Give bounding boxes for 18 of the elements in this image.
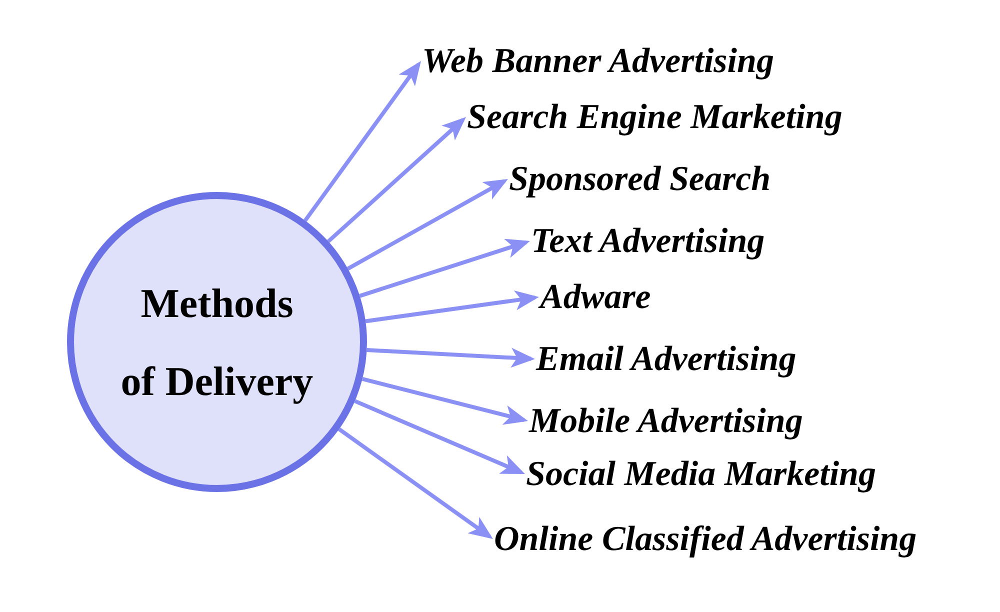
arrow bbox=[354, 399, 525, 474]
arrow bbox=[366, 348, 535, 368]
method-label: Mobile Advertising bbox=[529, 401, 803, 441]
method-label: Search Engine Marketing bbox=[467, 97, 842, 137]
arrow bbox=[338, 428, 493, 539]
arrow bbox=[362, 377, 528, 425]
arrow bbox=[326, 117, 466, 243]
arrow bbox=[304, 61, 421, 222]
arrow bbox=[359, 238, 530, 298]
method-label: Adware bbox=[540, 277, 651, 317]
method-label: Text Advertising bbox=[531, 221, 765, 261]
arrow bbox=[346, 179, 508, 270]
method-label: Online Classified Advertising bbox=[494, 519, 917, 559]
method-label: Sponsored Search bbox=[509, 159, 771, 199]
method-label: Web Banner Advertising bbox=[422, 41, 774, 81]
hub-title: Methods of Delivery bbox=[120, 279, 314, 406]
method-label: Email Advertising bbox=[536, 339, 796, 379]
method-label: Social Media Marketing bbox=[526, 454, 876, 494]
